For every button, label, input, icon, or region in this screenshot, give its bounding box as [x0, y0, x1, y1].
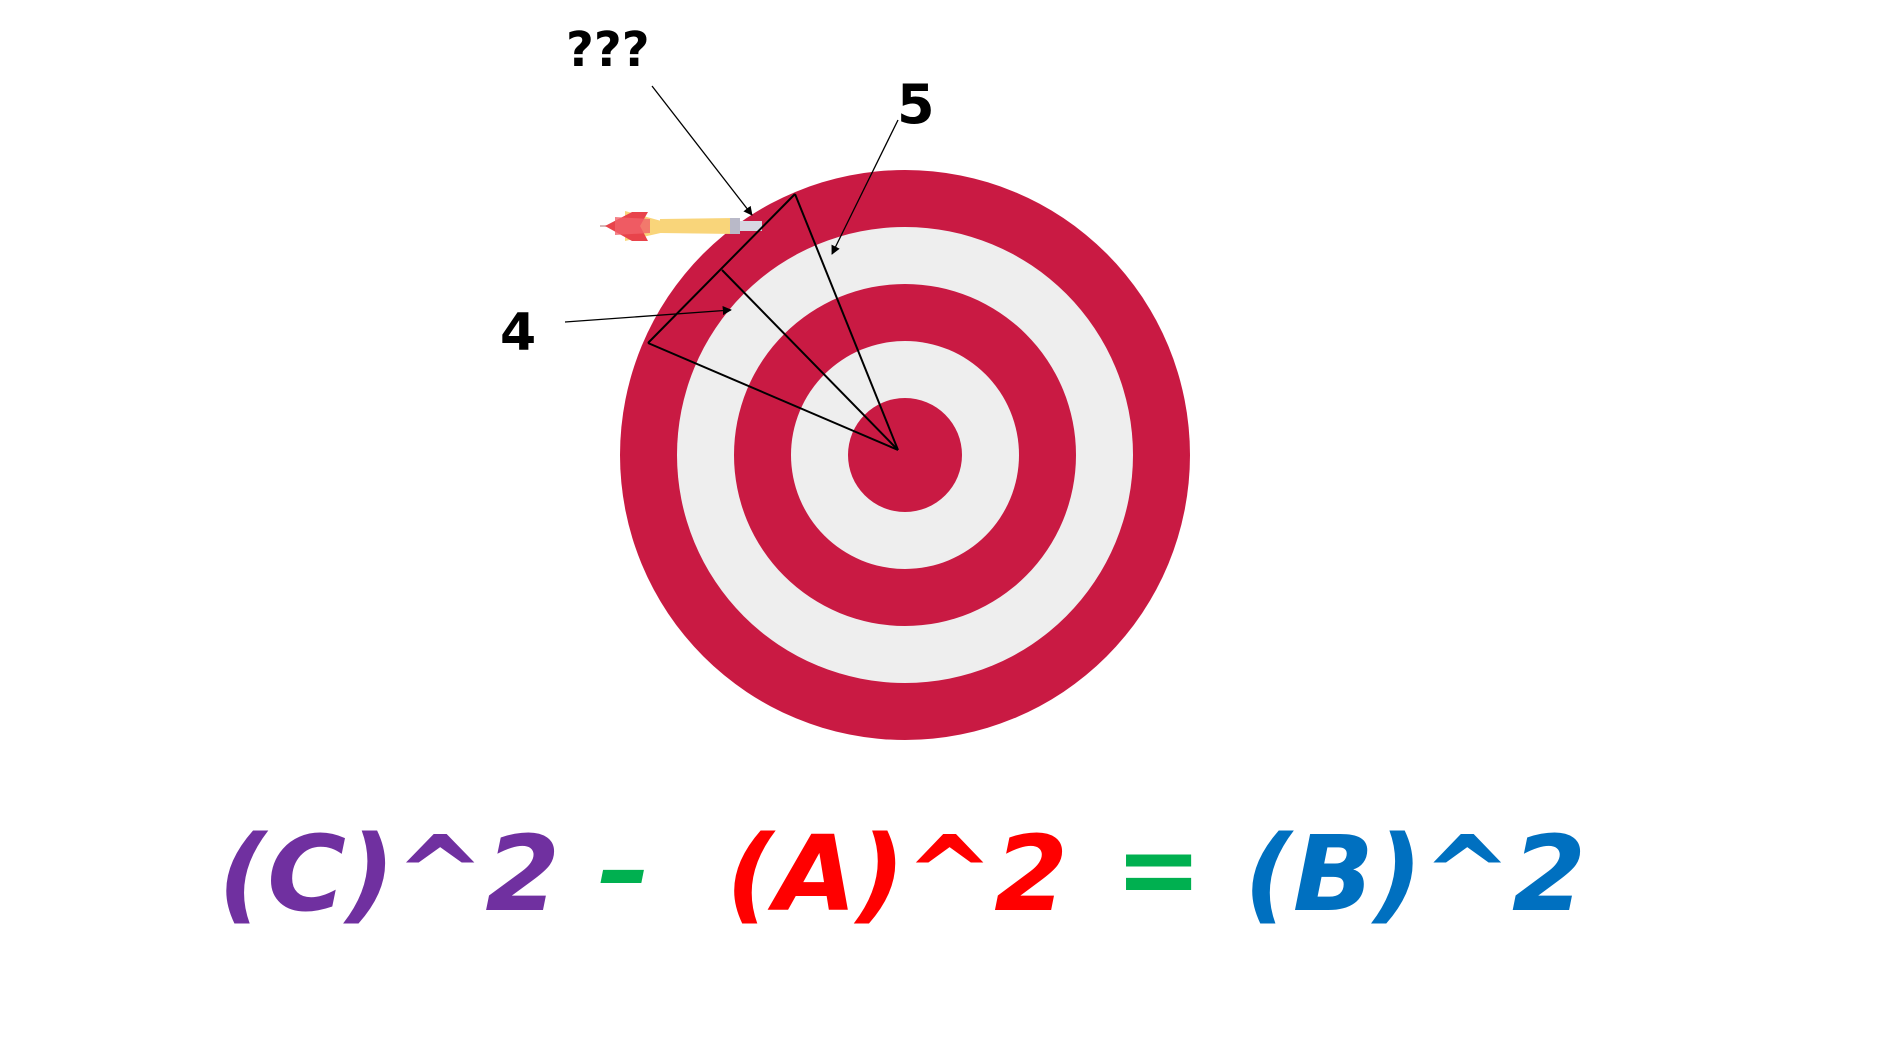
- unknown-label: ???: [566, 22, 650, 78]
- dart-icon: [600, 211, 762, 241]
- target-center: [848, 398, 962, 512]
- equation-equals: =: [1115, 808, 1202, 930]
- bullseye-icon: [620, 170, 1190, 740]
- triangle-lines: [647, 193, 899, 451]
- equation-term-b: (B)^2: [1244, 813, 1586, 935]
- altitude-line: [721, 269, 899, 451]
- equation: (C)^2 – (A)^2 = (B)^2: [218, 808, 1586, 935]
- hypotenuse-line: [794, 193, 899, 451]
- chord-line: [647, 193, 796, 344]
- leg-pointer: [564, 306, 732, 323]
- leg-line: [647, 342, 899, 451]
- equation-minus: –: [598, 808, 650, 930]
- hypotenuse-pointer: [831, 119, 899, 255]
- label-pointers: [564, 85, 899, 323]
- equation-term-c: (C)^2: [218, 813, 560, 935]
- hypotenuse-label: 5: [897, 73, 935, 136]
- leg-label: 4: [500, 303, 536, 363]
- unknown-pointer: [651, 85, 753, 216]
- equation-term-a: (A)^2: [726, 813, 1068, 935]
